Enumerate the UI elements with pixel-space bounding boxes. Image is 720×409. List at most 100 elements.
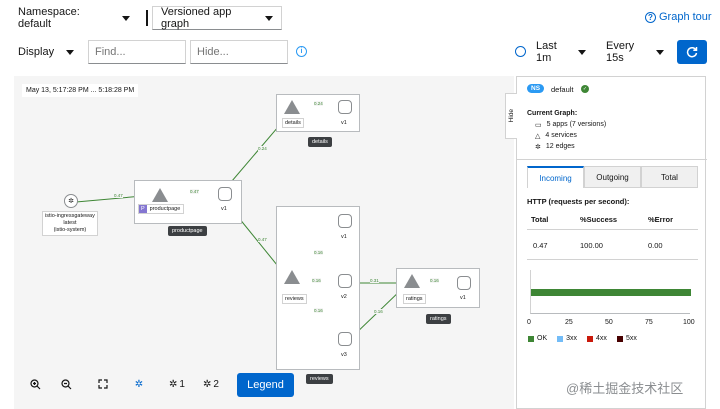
legend-5xx-label: 5xx (625, 335, 637, 342)
zoom-in-button[interactable] (26, 375, 44, 393)
topology-icon: ✲ (134, 378, 144, 390)
edges-count-text: 12 edges (545, 143, 575, 150)
layout-2-button[interactable]: ✲2 (198, 375, 224, 393)
summary-panel: Hide NS default ✓ Current Graph: ▭5 apps… (505, 76, 707, 409)
header-success: %Success (580, 215, 618, 224)
legend-swatch-5xx (616, 335, 623, 342)
legend-swatch-4xx (587, 335, 594, 342)
ingress-name: istio-ingressgateway (45, 213, 95, 219)
ingress-label: istio-ingressgateway latest (istio-syste… (42, 211, 98, 237)
ok-bar[interactable] (531, 289, 691, 296)
refresh-interval-select[interactable]: Every 15s (598, 40, 672, 64)
namespace-select-label: Namespace: default (18, 6, 80, 30)
ratings-service-node[interactable] (404, 274, 420, 288)
ingress-namespace: (istio-system) (53, 227, 87, 234)
sync-icon (686, 46, 698, 58)
topology-icon: ✲ (169, 378, 178, 390)
hide-input[interactable] (190, 40, 288, 64)
reviews-service-node[interactable] (284, 270, 300, 284)
chevron-down-icon (66, 49, 74, 55)
topology-icon: ✲ (535, 144, 541, 151)
reviews-v2-node[interactable] (338, 274, 352, 288)
edge-label: 0.16 (314, 308, 323, 313)
ingress-node[interactable]: ✲ (64, 194, 78, 208)
legend-ok: OK (528, 335, 547, 342)
axis-tick: 0 (527, 319, 531, 326)
topology-icon: ✲ (203, 378, 212, 390)
graph-edges (75, 104, 458, 339)
edge-label: 0.31 (370, 278, 379, 283)
services-icon: △ (535, 133, 541, 140)
value-success: 100.00 (580, 241, 603, 250)
axis-tick: 50 (605, 319, 613, 326)
graph-type-label: Versioned app graph (161, 6, 232, 30)
display-label: Display (18, 46, 55, 58)
details-v1-node[interactable] (338, 100, 352, 114)
axis-tick: 100 (683, 319, 695, 326)
zoom-out-button[interactable] (57, 375, 75, 393)
legend-button[interactable]: Legend (237, 373, 294, 397)
legend-swatch-3xx (557, 335, 564, 342)
reviews-v3-node[interactable] (338, 332, 352, 346)
watermark: @稀土掘金技术社区 (566, 381, 684, 396)
zoom-out-icon (60, 378, 71, 389)
apps-count-text: 5 apps (7 versions) (546, 121, 607, 128)
namespace-badge: NS (527, 84, 545, 93)
tab-outgoing[interactable]: Outgoing (584, 166, 641, 188)
ingress-version: latest (63, 220, 77, 227)
productpage-tag: P productpage (138, 204, 185, 214)
table-header-divider (527, 229, 698, 230)
productpage-name: productpage (149, 206, 181, 212)
reviews-box[interactable] (276, 206, 360, 370)
ratings-node-label: ratings (403, 294, 426, 304)
value-total: 0.47 (533, 241, 548, 250)
graph-tour-label: Graph tour (659, 11, 712, 23)
graph-timestamp: May 13, 5:17:28 PM ... 5:18:28 PM (22, 84, 139, 97)
reviews-v3-label: v3 (341, 352, 347, 358)
layout-default-button[interactable]: ✲ (130, 375, 148, 393)
details-v1-label: v1 (341, 120, 347, 126)
reviews-v2-label: v2 (341, 294, 347, 300)
find-input[interactable] (88, 40, 186, 64)
value-error: 0.00 (648, 241, 663, 250)
ratings-v1-label: v1 (460, 295, 466, 301)
layout-1-button[interactable]: ✲1 (164, 375, 190, 393)
duration-select[interactable]: Last 1m (528, 40, 594, 64)
details-node-label: details (282, 118, 304, 128)
tab-total[interactable]: Total (641, 166, 698, 188)
details-service-node[interactable] (284, 100, 300, 114)
axis-tick: 75 (645, 319, 653, 326)
productpage-service-node[interactable] (152, 188, 168, 202)
edge-label: 0.16 (374, 309, 383, 314)
tab-incoming[interactable]: Incoming (527, 166, 584, 188)
hide-panel-toggle[interactable]: Hide (505, 93, 517, 139)
fit-to-screen-button[interactable] (94, 375, 112, 393)
axis-tick: 25 (565, 319, 573, 326)
ratings-v1-node[interactable] (457, 276, 471, 290)
graph-canvas[interactable]: May 13, 5:17:28 PM ... 5:18:28 PM ✲ isti… (14, 76, 514, 409)
layout-2-label: 2 (213, 378, 219, 390)
services-count-text: 4 services (545, 132, 577, 139)
http-title: HTTP (requests per second): (527, 197, 630, 206)
info-icon[interactable]: i (296, 46, 307, 57)
reviews-v1-label: v1 (341, 234, 347, 240)
check-circle-icon: ✓ (581, 85, 589, 93)
productpage-v1-node[interactable] (218, 187, 232, 201)
apps-icon: ▭ (535, 122, 542, 129)
table-row-divider (527, 259, 698, 260)
details-box-label: details (308, 137, 332, 147)
legend-5xx: 5xx (616, 335, 637, 342)
edge-label: 0.47 (190, 189, 199, 194)
productpage-v1-label: v1 (221, 206, 227, 212)
chevron-down-icon (656, 49, 664, 55)
graph-tour-link[interactable]: ? Graph tour (645, 11, 712, 23)
refresh-interval-label: Every 15s (606, 40, 635, 64)
reviews-v1-node[interactable] (338, 214, 352, 228)
namespace-select[interactable]: Namespace: default (10, 6, 138, 30)
display-select[interactable]: Display (10, 40, 82, 64)
toolbar-divider (146, 10, 148, 26)
graph-type-select[interactable]: Versioned app graph (152, 6, 282, 30)
refresh-button[interactable] (677, 40, 707, 64)
chart-legend: OK 3xx 4xx 5xx (528, 335, 637, 342)
edge-label: 0.16 (430, 278, 439, 283)
